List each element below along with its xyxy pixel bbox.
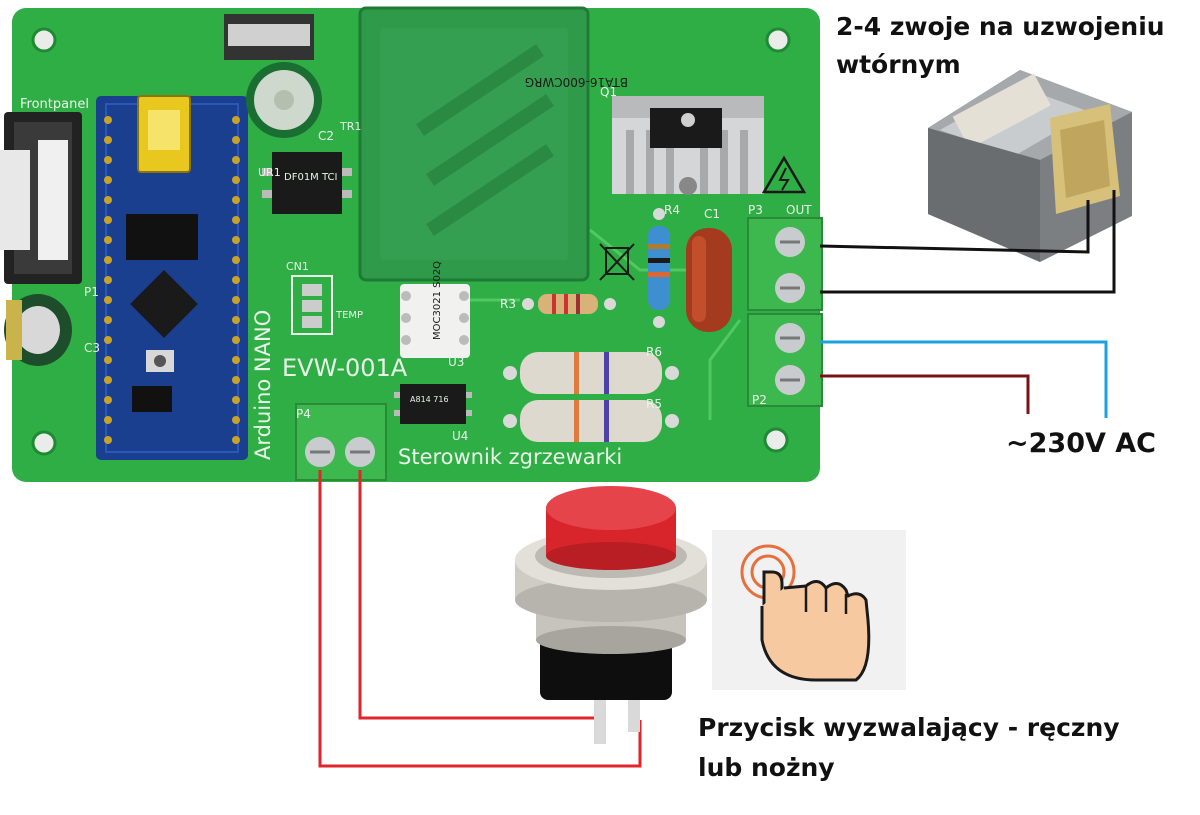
ref-c3: C3 — [84, 341, 100, 355]
resistor-r4 — [648, 208, 670, 328]
terminal-block-p3 — [747, 217, 823, 311]
ref-r3: R3 — [500, 297, 516, 311]
usb-serial-chip — [126, 214, 198, 260]
ref-tr1: TR1 — [339, 120, 361, 133]
resistor-r5 — [503, 400, 679, 442]
push-button — [515, 486, 707, 744]
secondary-wire-2 — [820, 190, 1116, 294]
ref-u3: U3 — [448, 355, 464, 369]
microwave-transformer — [928, 70, 1132, 262]
crossed-bin-icon — [599, 243, 635, 281]
board-model-label: EVW-001A — [282, 354, 408, 382]
optocoupler-label: MOC3021 S02Q — [432, 261, 443, 340]
capacitor-c1 — [686, 228, 732, 332]
terminal-block-p4 — [295, 403, 387, 481]
arduino-nano-module — [96, 95, 248, 460]
transformer-note-line1: 2-4 zwoje na uzwojeniu — [836, 12, 1165, 41]
mains-voltage-label: ~230V AC — [1006, 428, 1156, 459]
mounting-hole — [31, 27, 57, 53]
mains-wire-brown — [820, 374, 1030, 414]
hand-press-icon — [712, 530, 906, 690]
mounting-hole — [765, 27, 791, 53]
high-voltage-warning-icon — [761, 155, 807, 194]
board-description-label: Sterownik zgrzewarki — [398, 445, 622, 469]
arduino-nano-label: Arduino NANO — [251, 310, 275, 460]
ref-p2: P2 — [752, 393, 767, 407]
optocoupler-u4 — [394, 384, 472, 424]
ref-r6: R6 — [646, 345, 662, 359]
button-note: Przycisk wyzwalający - ręczny lub nożny — [698, 708, 1120, 788]
optocoupler-u3 — [400, 284, 470, 358]
ref-q1: Q1 — [600, 85, 617, 99]
ref-c1: C1 — [704, 207, 720, 221]
transformer-note-line2: wtórnym — [836, 50, 961, 79]
frontpanel-label: Frontpanel — [20, 97, 89, 112]
ref-c2: C2 — [318, 129, 334, 143]
ref-temp: TEMP — [335, 310, 363, 321]
ref-u4: U4 — [452, 429, 468, 443]
ref-r4: R4 — [664, 203, 680, 217]
rectifier-label: DF01M TCI — [284, 172, 337, 183]
terminal-block-p2 — [747, 313, 823, 407]
frontpanel-connector — [0, 112, 82, 284]
mounting-hole — [763, 427, 789, 453]
ref-p4: P4 — [296, 407, 311, 421]
ref-p1: P1 — [84, 285, 99, 299]
ref-ur1: UR1 — [258, 166, 281, 179]
temp-connector-cn1 — [291, 275, 333, 335]
resistor-r3 — [522, 294, 616, 314]
secondary-wire-1 — [819, 200, 1090, 254]
button-note-line1: Przycisk wyzwalający - ręczny — [698, 713, 1120, 742]
ref-r5: R5 — [646, 397, 662, 411]
pcb-transformer-tr1 — [358, 6, 590, 282]
capacitor-c2 — [246, 62, 322, 138]
ref-cn1: CN1 — [286, 260, 309, 273]
triac-label: BTA16-600CWRG — [525, 75, 628, 89]
button-wire-2 — [318, 470, 642, 768]
mains-wire-blue — [820, 340, 1108, 418]
atmega-chip — [130, 270, 198, 338]
mounting-hole — [31, 430, 57, 456]
transformer-note: 2-4 zwoje na uzwojeniu wtórnym — [836, 8, 1165, 84]
resistor-r6 — [503, 352, 679, 394]
triac-heatsink — [612, 96, 764, 195]
ref-p3: P3 — [748, 203, 763, 217]
optocoupler4-label: A814 716 — [410, 395, 449, 404]
capacitor-c3 — [4, 294, 72, 366]
button-note-line2: lub nożny — [698, 753, 835, 782]
ref-out: OUT — [786, 203, 812, 217]
voltage-regulator — [224, 14, 314, 60]
button-wire-1 — [358, 470, 594, 720]
bridge-rectifier-ur1 — [262, 152, 352, 214]
